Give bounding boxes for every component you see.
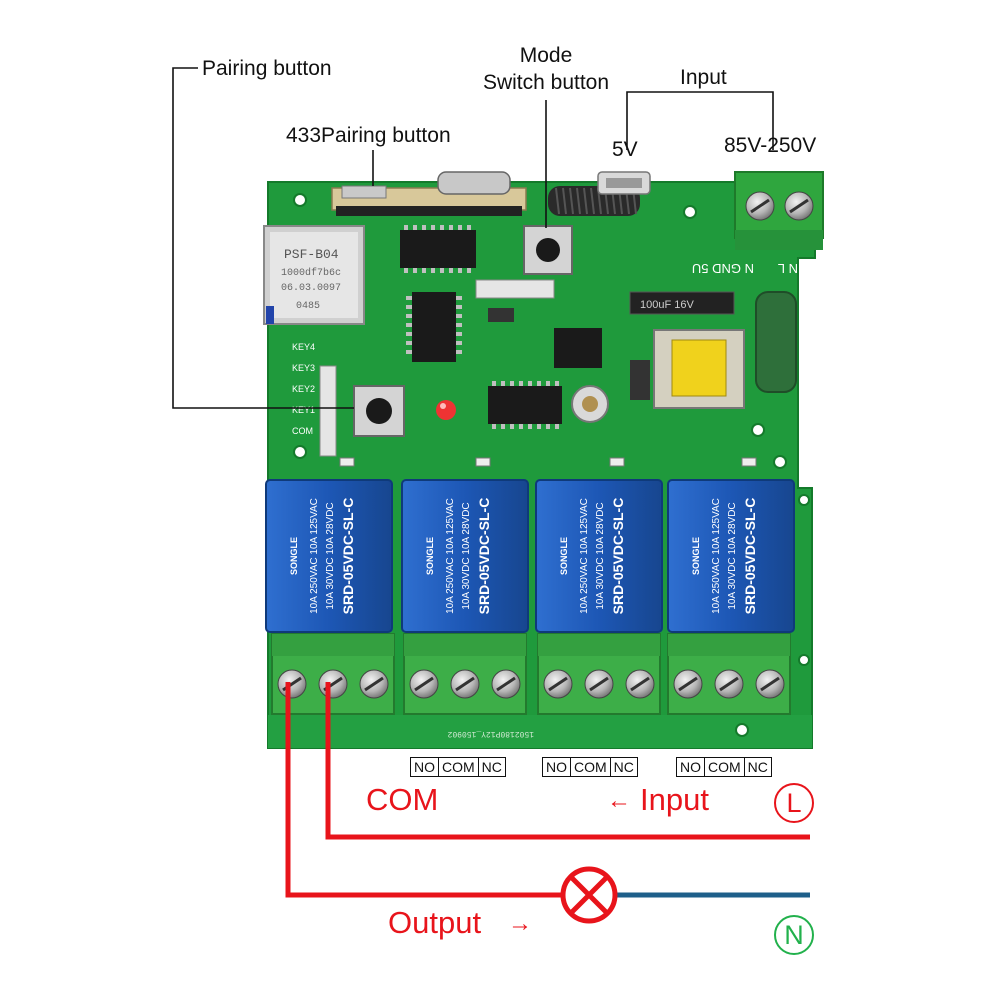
wifi-module: PSF-B04 1000df7b6c 06.03.0097 0485 <box>263 225 365 325</box>
key-label-key4: KEY4 <box>292 342 315 352</box>
input-top-label: Input <box>680 66 727 89</box>
module-code: 0485 <box>296 301 320 312</box>
relay-rating-1: 10A 250VAC 10A 125VAC <box>309 498 320 614</box>
callout-lines <box>172 67 774 409</box>
neutral-circle-label: N <box>774 915 814 955</box>
micro-usb-port <box>597 171 651 195</box>
module-date: 06.03.0097 <box>281 283 341 294</box>
com-wire-label: COM <box>366 782 439 817</box>
relay-2: SONGLE 10A 250VAC 10A 125VAC 10A 30VDC 10A… <box>401 457 529 633</box>
output-wire <box>285 682 562 898</box>
key-label-key1: KEY1 <box>292 405 315 415</box>
terminal-block-2 <box>403 633 527 715</box>
relay-model: SRD-05VDC-SL-C <box>340 498 356 615</box>
relay-model: SRD-05VDC-SL-C <box>610 498 626 615</box>
relay-brand: SONGLE <box>425 537 435 575</box>
relay-rating-2: 10A 30VDC 10A 28VDC <box>325 502 336 609</box>
relay-3: SONGLE 10A 250VAC 10A 125VAC 10A 30VDC 10A… <box>535 457 663 633</box>
relay-rating-2: 10A 30VDC 10A 28VDC <box>461 502 472 609</box>
mains-pin-labels: N L <box>778 261 798 276</box>
nc-label: NC <box>613 759 634 775</box>
relay-rating-2: 10A 30VDC 10A 28VDC <box>727 502 738 609</box>
relay-brand: SONGLE <box>559 537 569 575</box>
no-label: NO <box>543 758 571 776</box>
lamp-symbol <box>560 866 618 924</box>
pairing-button-label: Pairing button <box>202 57 332 80</box>
header-pins <box>319 279 555 457</box>
output-arrow: → <box>508 910 532 937</box>
no-label: NO <box>677 758 705 776</box>
nc-label: NC <box>747 759 768 775</box>
mounting-holes <box>293 193 810 737</box>
key-label-com: COM <box>292 426 313 436</box>
terminal-label-group-3: NO COM NC <box>676 757 772 777</box>
key-label-key3: KEY3 <box>292 363 315 373</box>
pairing-button <box>353 385 405 437</box>
rf-receiver-module <box>331 171 527 216</box>
key-label-key2: KEY2 <box>292 384 315 394</box>
relay-brand: SONGLE <box>691 537 701 575</box>
input-wire-label: Input <box>640 782 709 817</box>
capacitors: 100uF 16V <box>571 291 797 423</box>
capacitor-label: 100uF 16V <box>640 299 694 311</box>
terminal-block-4 <box>667 633 791 715</box>
relay-4: SONGLE 10A 250VAC 10A 125VAC 10A 30VDC 10A… <box>667 457 795 633</box>
terminal-label-group-1: NO COM NC <box>410 757 506 777</box>
live-circle-label: L <box>774 783 814 823</box>
terminal-label-group-2: NO COM NC <box>542 757 638 777</box>
relay-brand: SONGLE <box>289 537 299 575</box>
com-label: COM <box>439 758 479 776</box>
ic-pins <box>404 225 559 429</box>
nc-label: NC <box>481 759 502 775</box>
output-wire-label: Output <box>388 905 482 940</box>
no-label: NO <box>411 758 439 776</box>
module-label: PSF-B04 <box>284 247 339 262</box>
relay-rating-1: 10A 250VAC 10A 125VAC <box>711 498 722 614</box>
com-label: COM <box>705 758 745 776</box>
terminal-block-3 <box>537 633 661 715</box>
com-label: COM <box>571 758 611 776</box>
power-pin-labels: N GND 5U <box>692 261 754 276</box>
status-led <box>436 400 456 420</box>
com-wire <box>325 682 810 840</box>
85v-250v-label: 85V-250V <box>724 134 817 157</box>
input-arrow: ← <box>607 787 631 814</box>
pairing-433-label: 433Pairing button <box>286 124 451 147</box>
pcb-serial: 1502180P12Y_150902 <box>447 729 534 738</box>
relay-rating-1: 10A 250VAC 10A 125VAC <box>445 498 456 614</box>
relays: SONGLE 10A 250VAC 10A 125VAC 10A 30VDC 10A… <box>265 457 795 633</box>
5v-label: 5V <box>612 138 638 161</box>
ic-chips <box>400 230 602 424</box>
relay-1: SONGLE 10A 250VAC 10A 125VAC 10A 30VDC 10A… <box>265 457 393 633</box>
relay-model: SRD-05VDC-SL-C <box>476 498 492 615</box>
mode-label-line2: Switch button <box>482 71 610 94</box>
mains-input-terminal <box>734 171 824 250</box>
relay-model: SRD-05VDC-SL-C <box>742 498 758 615</box>
module-id: 1000df7b6c <box>281 267 341 279</box>
relay-rating-2: 10A 30VDC 10A 28VDC <box>595 502 606 609</box>
wiring <box>285 682 810 924</box>
power-transformer <box>630 329 745 409</box>
relay-rating-1: 10A 250VAC 10A 125VAC <box>579 498 590 614</box>
mode-switch-button <box>523 225 573 275</box>
mode-label-line1: Mode <box>519 44 573 67</box>
